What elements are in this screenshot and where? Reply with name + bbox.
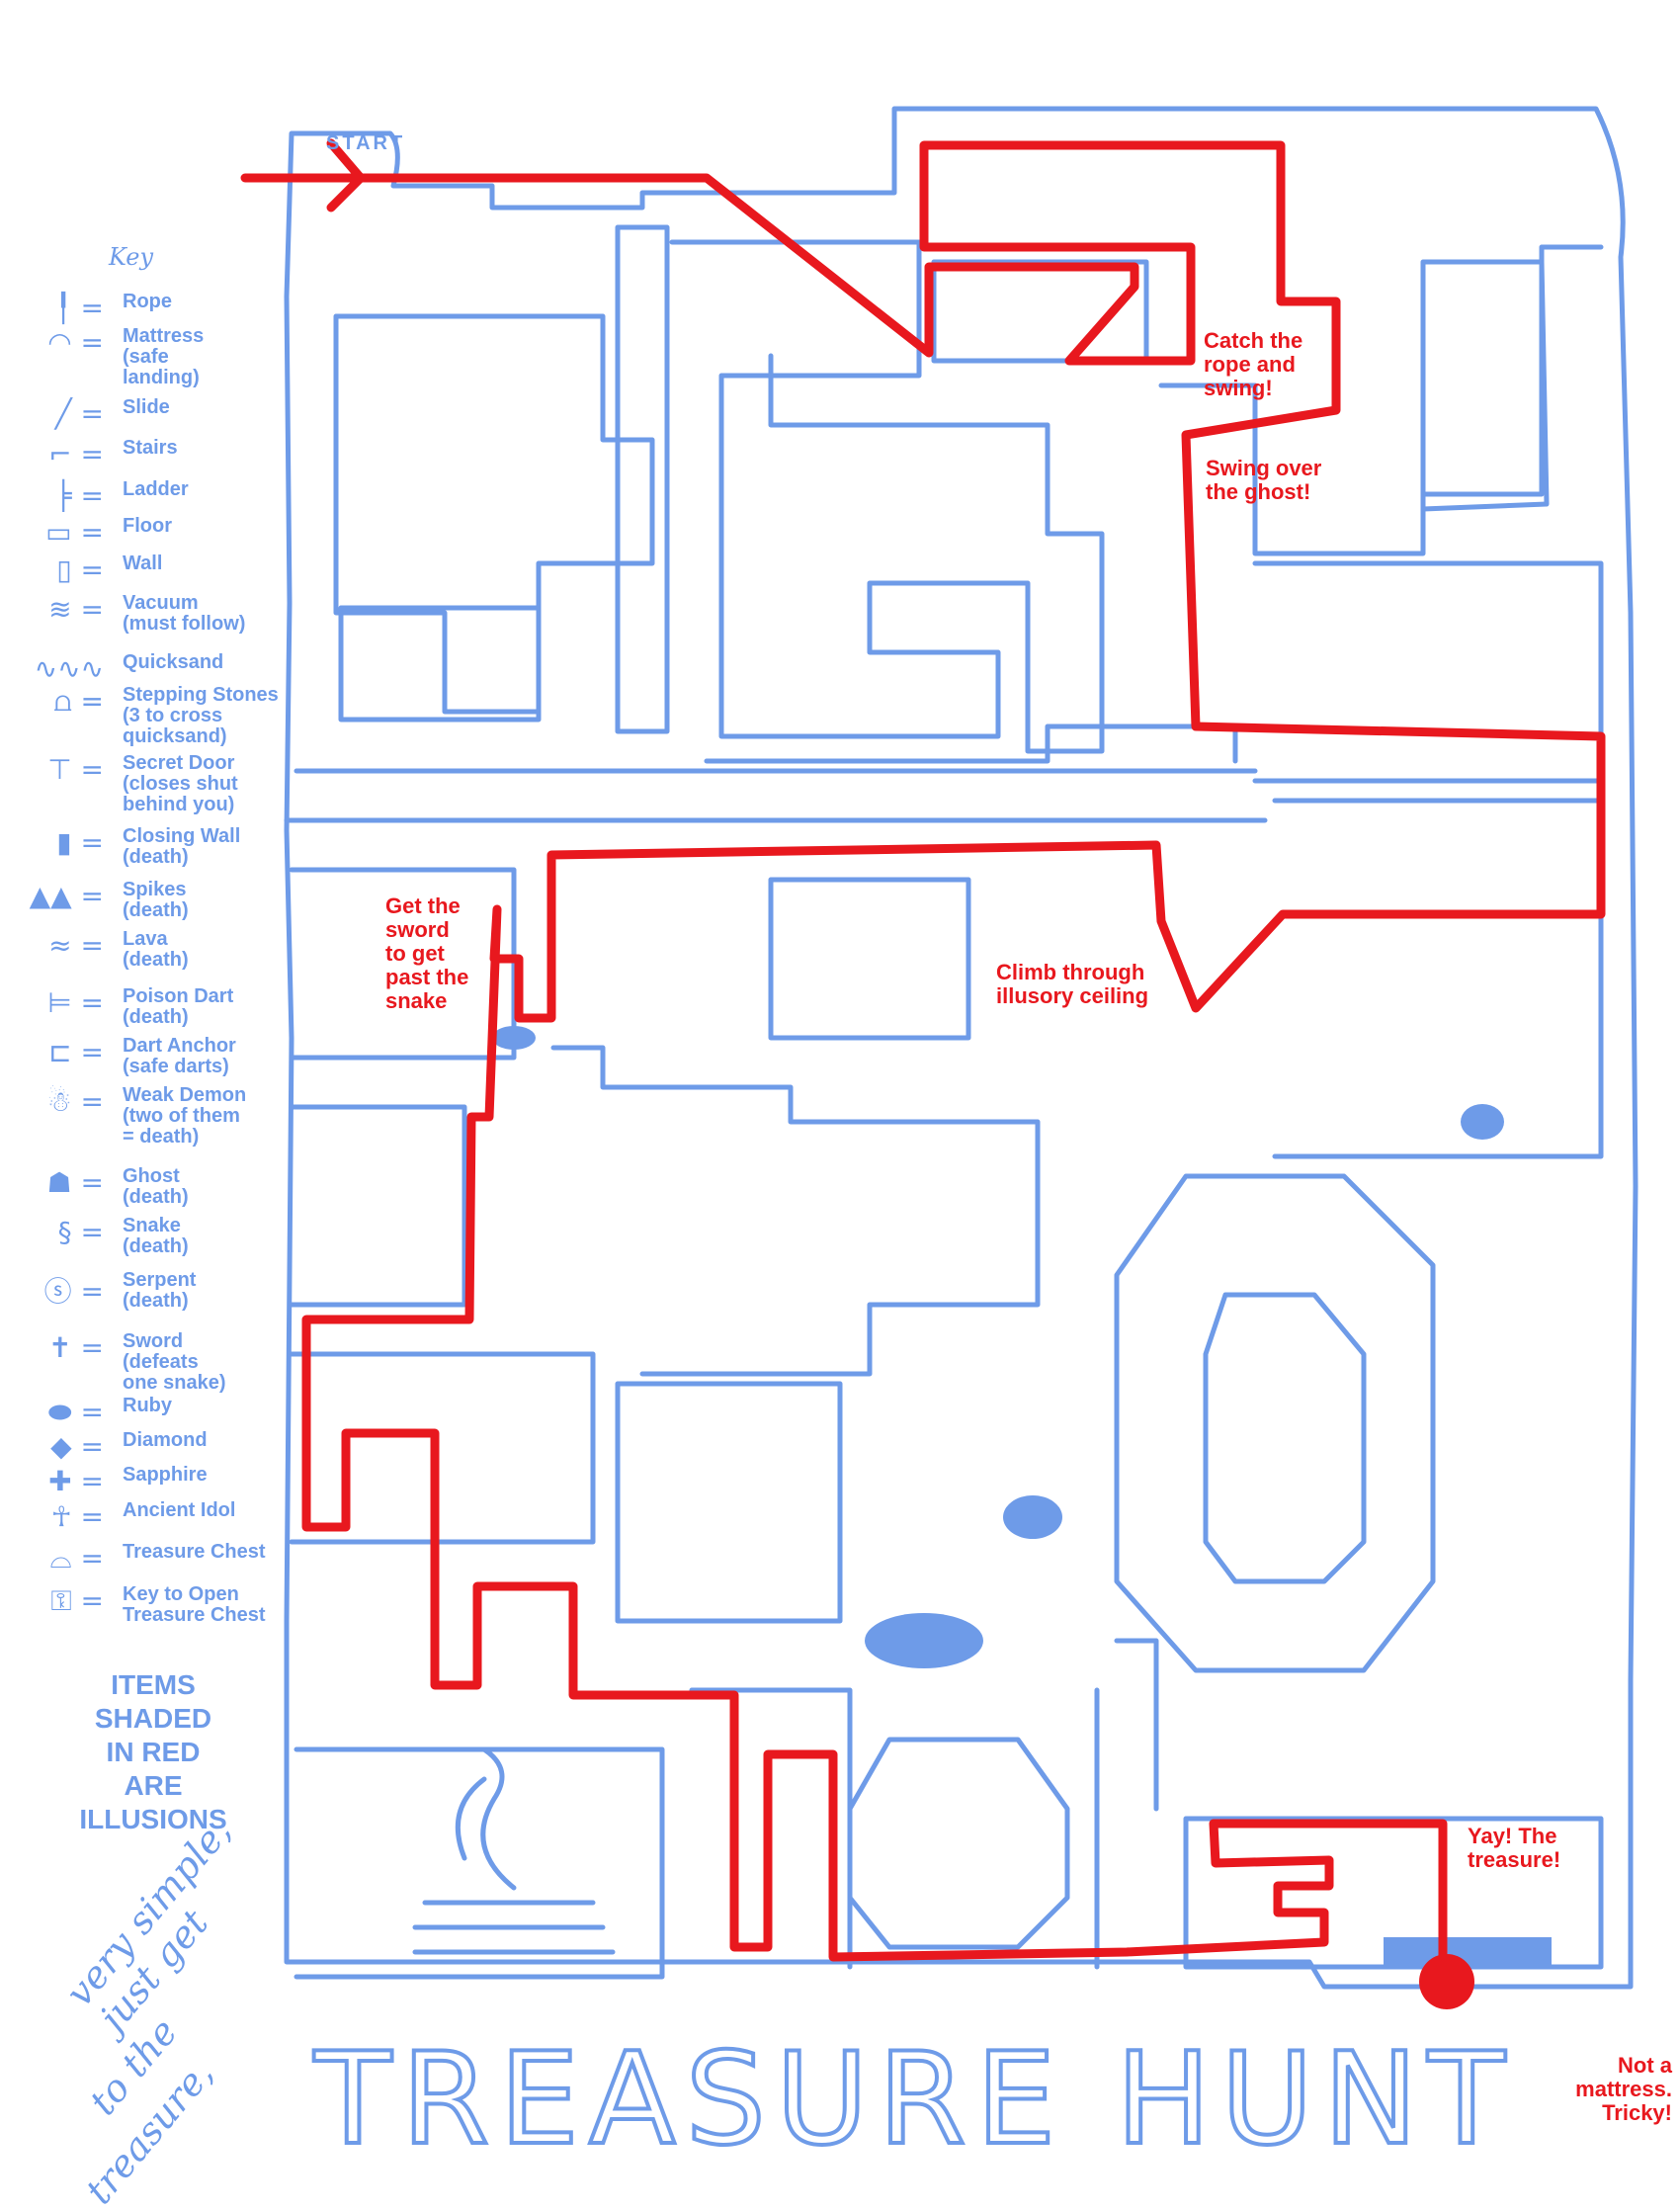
annotation-not-mattress: Not a mattress. Tricky! bbox=[1575, 2053, 1672, 2125]
key-item-label: Spikes (death) bbox=[123, 879, 189, 921]
secret-door-icon: ⊤ = bbox=[47, 753, 104, 786]
stairs-icon: ⌐ = bbox=[48, 438, 104, 470]
sword-icon: ✝ = bbox=[48, 1331, 104, 1364]
illusory-ceiling-room bbox=[1272, 798, 1604, 1159]
key-item-label: Slide bbox=[123, 396, 170, 418]
annotation-catch-rope: Catch the rope and swing! bbox=[1204, 328, 1303, 400]
room-center-upper bbox=[669, 239, 1105, 754]
weak-demon-icon: ☃ = bbox=[46, 1085, 104, 1118]
floor-icon: ▭ = bbox=[45, 516, 104, 549]
room-left-middle bbox=[289, 867, 517, 1061]
key-item-label: Ladder bbox=[123, 478, 189, 500]
quicksand-icon: ∿∿∿ = bbox=[34, 652, 104, 718]
key-item-label: Key to Open Treasure Chest bbox=[123, 1583, 266, 1626]
corridor-lower-center bbox=[689, 1638, 1159, 1970]
start-label: START bbox=[326, 132, 406, 154]
key-item-label: Ancient Idol bbox=[123, 1499, 236, 1521]
chest-right bbox=[1461, 1104, 1504, 1140]
key-heading: Key bbox=[109, 243, 154, 271]
poison-dart-icon: ⊨ = bbox=[47, 986, 104, 1019]
sapphire-icon: ✚ = bbox=[48, 1465, 104, 1497]
key-item-label: Sword (defeats one snake) bbox=[123, 1330, 226, 1394]
ancient-idol-icon: ☥ = bbox=[50, 1500, 104, 1533]
wall-icon: ▯ = bbox=[56, 553, 104, 586]
key-item-label: Quicksand bbox=[123, 651, 224, 673]
key-item-label: Mattress (safe landing) bbox=[123, 325, 205, 388]
room-treasure bbox=[1183, 1816, 1604, 1970]
corridor-upper-long bbox=[704, 723, 1238, 764]
room-upper-left bbox=[333, 313, 655, 715]
mattress-dome-right bbox=[1003, 1495, 1062, 1539]
key-item-label: Sapphire bbox=[123, 1464, 208, 1486]
key-item-label: Ghost (death) bbox=[123, 1165, 189, 1208]
annotation-swing-ghost: Swing over the ghost! bbox=[1206, 456, 1322, 504]
snake-icon: § = bbox=[57, 1216, 104, 1248]
treasure-marker bbox=[1419, 1954, 1474, 2009]
horizontal-hall bbox=[284, 768, 1268, 823]
maze-outer-wall bbox=[284, 106, 1638, 1990]
illusion-note: ITEMS SHADED IN RED ARE ILLUSIONS bbox=[79, 1669, 227, 1834]
octagon-inner bbox=[1203, 1292, 1367, 1584]
mushroom-dome bbox=[865, 1613, 983, 1668]
room-bottom-left bbox=[294, 1746, 665, 1980]
key-item-label: Snake (death) bbox=[123, 1215, 189, 1257]
annotation-yay-treasure: Yay! The treasure! bbox=[1468, 1824, 1561, 1872]
vacuum-icon: ≋ = bbox=[48, 593, 104, 626]
key-item-label: Poison Dart (death) bbox=[123, 985, 234, 1028]
stepping-stones-icon: ⩍ = bbox=[53, 685, 104, 718]
key-item-label: Weak Demon (two of them = death) bbox=[123, 1084, 247, 1148]
annotation-climb-ceiling: Climb through illusory ceiling bbox=[996, 960, 1149, 1008]
ruby-icon: ⬬ = bbox=[47, 1396, 104, 1428]
ghost-icon: ☗ = bbox=[46, 1166, 104, 1199]
key-item-label: Lava (death) bbox=[123, 928, 189, 971]
gem-room bbox=[768, 877, 971, 1041]
room-center-middle bbox=[550, 1045, 1041, 1377]
dart-anchor-icon: ⊏ = bbox=[48, 1036, 104, 1068]
key-item-label: Stairs bbox=[123, 437, 178, 459]
octagon-outer bbox=[1114, 1173, 1436, 1673]
wall-arrow-room bbox=[289, 1104, 467, 1308]
serpent-icon: ⓢ = bbox=[43, 1275, 104, 1308]
treasure-pile-floor bbox=[1384, 1937, 1552, 1965]
start-arrow-head bbox=[326, 138, 366, 213]
spikes-icon: ▲▲ = bbox=[29, 880, 104, 912]
mattress-icon: ◠ = bbox=[47, 326, 104, 359]
lava-icon: ≈ = bbox=[48, 929, 104, 962]
rope-icon: ╿ = bbox=[54, 292, 104, 324]
arrow-room bbox=[1420, 259, 1550, 512]
key-item-label: Wall bbox=[123, 553, 163, 574]
map-title: TREASURE HUNT bbox=[312, 2024, 1515, 2175]
key-item-label: Dart Anchor (safe darts) bbox=[123, 1035, 236, 1077]
serpent-drawing bbox=[412, 1746, 616, 1955]
route-line bbox=[240, 140, 1606, 1987]
key-item-label: Closing Wall (death) bbox=[123, 825, 241, 868]
key-item-label: Secret Door (closes shut behind you) bbox=[123, 752, 238, 815]
arrow-chamber bbox=[615, 1381, 843, 1624]
key-item-label: Treasure Chest bbox=[123, 1541, 266, 1563]
key-item-label: Diamond bbox=[123, 1429, 208, 1451]
key-icon: ⚿ = bbox=[50, 1584, 104, 1617]
key-item-label: Serpent (death) bbox=[123, 1269, 197, 1312]
key-item-label: Stepping Stones (3 to cross quicksand) bbox=[123, 684, 279, 747]
corridor-left-upper bbox=[615, 224, 670, 734]
demon-room bbox=[338, 605, 542, 723]
key-item-label: Floor bbox=[123, 515, 172, 537]
ladder-icon: ╞ = bbox=[54, 479, 104, 512]
annotation-get-sword: Get the sword to get past the snake bbox=[385, 893, 469, 1013]
treasure-chest-icon: ⌓ = bbox=[49, 1542, 104, 1574]
key-item-label: Ruby bbox=[123, 1395, 172, 1416]
key-item-label: Vacuum (must follow) bbox=[123, 592, 246, 635]
mattress-top-left bbox=[492, 1026, 536, 1050]
closing-wall-icon: ▮ = bbox=[56, 826, 104, 859]
key-item-label: Rope bbox=[123, 291, 172, 312]
room-right-middle bbox=[1252, 560, 1604, 784]
diamond-icon: ◆ = bbox=[50, 1430, 104, 1463]
slide-icon: ╱ = bbox=[54, 397, 104, 430]
room-left-lower bbox=[289, 1351, 596, 1545]
